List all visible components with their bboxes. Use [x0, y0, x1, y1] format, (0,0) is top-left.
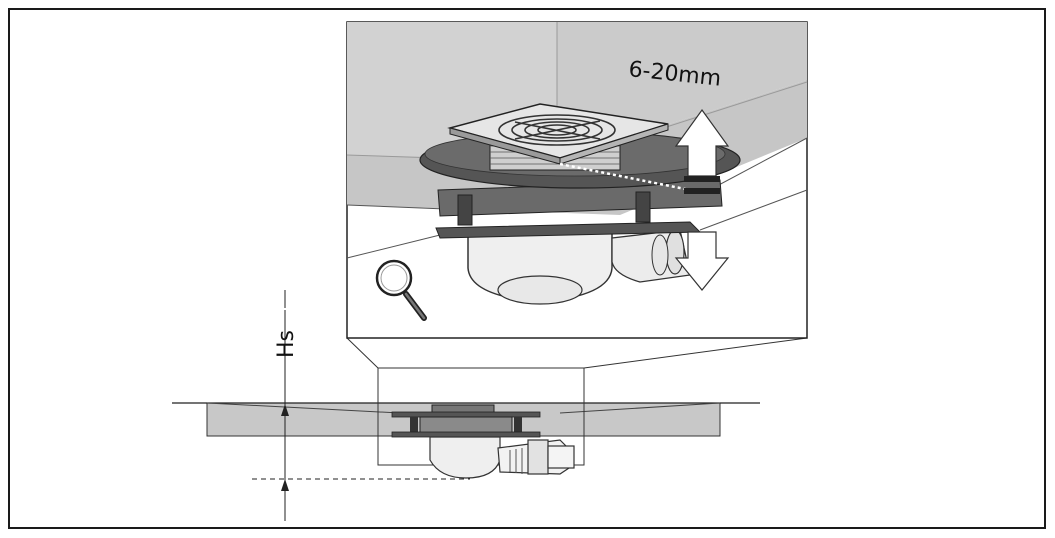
arrow-up-icon: [674, 108, 730, 194]
slope-line-right: [559, 402, 721, 414]
section-bowl: [429, 436, 501, 479]
outlet-ring-2: [651, 234, 669, 276]
post-left: [457, 194, 473, 226]
zoom-connector-right: [583, 337, 808, 369]
diagram-frame: [8, 8, 1046, 529]
section-flange-bottom: [391, 431, 541, 438]
section-outlet-nut: [527, 439, 549, 475]
outlet-ring: [665, 229, 685, 275]
grate-plate-edge-2: [559, 123, 669, 165]
cross-section-view: Hs: [172, 290, 760, 521]
hs-arrow-bottom: [281, 479, 289, 491]
section-post-left: [410, 417, 418, 433]
slope-line-left: [206, 402, 401, 414]
grate-pattern: [498, 114, 616, 146]
screed-line: [346, 234, 441, 259]
arrow-down-icon: [674, 231, 730, 291]
detail-view: 6-20mm: [346, 21, 808, 369]
screed-line-2: [699, 189, 808, 231]
section-flange-top: [391, 411, 541, 418]
magnifier-icon: [375, 259, 427, 321]
section-outlet-pipe: [547, 445, 575, 469]
post-right: [635, 191, 651, 223]
zoom-connector-left: [346, 337, 379, 369]
hs-label: Hs: [274, 330, 299, 358]
hs-arrow-top: [281, 404, 289, 416]
section-post-right: [514, 417, 522, 433]
drain-bowl: [497, 275, 583, 305]
